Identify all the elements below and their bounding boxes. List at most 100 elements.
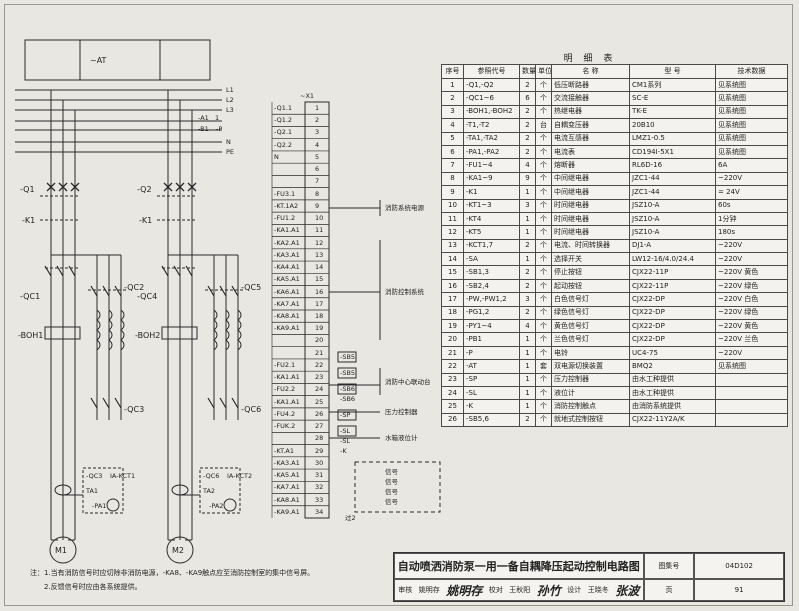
table-cell: 个: [535, 332, 552, 347]
table-cell: -PB1: [463, 332, 520, 347]
table-cell: 4: [519, 319, 536, 334]
terminal-number: 11: [315, 226, 324, 235]
table-cell: 1: [519, 359, 536, 374]
drawing-title: 自动喷洒消防泵一用一备自耦降压起动控制电路图: [394, 553, 644, 579]
table-cell: [715, 385, 788, 401]
table-cell: 选择开关: [551, 252, 630, 267]
table-cell: 兰色信号灯: [551, 332, 630, 347]
table-cell: CJX22-DP: [629, 332, 716, 347]
term-dest-signal-2: 信号: [385, 478, 398, 486]
table-cell: 4: [519, 158, 536, 173]
terminal-left-label: -FU3.1: [274, 189, 296, 198]
table-cell: [715, 412, 788, 428]
terminal-number: 27: [315, 422, 324, 431]
table-cell: 1: [519, 345, 536, 361]
table-cell: 2: [519, 77, 536, 93]
table-cell: [715, 399, 788, 414]
left-qc2-label: -QC2: [124, 283, 145, 292]
table-cell: 个: [535, 385, 552, 401]
terminal-number: 19: [315, 324, 324, 333]
terminal-left-label: -Q1.1: [274, 104, 293, 112]
table-cell: -K: [463, 399, 520, 414]
table-cell: 2: [519, 265, 536, 280]
table-cell: 见系统图: [715, 91, 788, 106]
table-cell: CJX22-DP: [629, 292, 716, 307]
terminal-number: 13: [315, 250, 324, 259]
table-cell: JZC1-44: [629, 171, 716, 187]
table-cell: JSZ10-A: [629, 211, 716, 227]
table-cell: 个: [535, 131, 552, 146]
table-cell: -KT1~3: [463, 198, 520, 213]
term-dest-signal-1: 信号: [385, 468, 398, 476]
table-cell: [715, 372, 788, 387]
terminal-left-label: -Q2.2: [274, 140, 293, 149]
table-cell: 13: [441, 238, 464, 254]
terminal-left-label: -FU1.2: [274, 214, 296, 223]
table-cell: 个: [535, 91, 552, 106]
page-no: 91: [694, 579, 784, 601]
table-cell: 中间继电器: [551, 171, 630, 187]
table-cell: 1: [519, 225, 536, 240]
table-cell: 23: [441, 372, 464, 387]
table-cell: 6: [519, 91, 536, 106]
terminal-box-label: 过2: [345, 514, 356, 522]
ats-box: [24, 39, 211, 81]
table-cell: CJX22-DP: [629, 319, 716, 334]
terminal-left-label: -KT.A1: [274, 446, 294, 455]
table-cell: -SL: [463, 385, 520, 401]
terminal-mid-label: -SP: [340, 411, 351, 419]
table-cell: 22: [441, 359, 464, 374]
check-label: 校对: [488, 586, 503, 594]
terminal-number: 33: [315, 495, 324, 504]
table-cell: 2: [519, 144, 536, 160]
left-qc1-label: -QC1: [20, 292, 41, 301]
table-cell: 2: [519, 305, 536, 321]
table-cell: -PY1~4: [463, 319, 520, 334]
line-mark-p: -P: [216, 125, 223, 133]
terminal-left-label: -FU2.1: [274, 360, 296, 369]
table-cell: ~220V: [715, 171, 788, 187]
signature-row: 审核 姚明存 姚明存 校对 王秋阳 孙竹 设计 王晓冬 张波: [394, 579, 644, 601]
terminal-left-label: -KA9.A1: [274, 507, 300, 516]
bom-header-cell: 序号: [441, 64, 464, 79]
terminal-number: 1: [315, 104, 320, 112]
right-qc6-label: -QC6: [241, 405, 262, 414]
line-mark-1: 1: [215, 114, 220, 122]
table-cell: 压力控制器: [551, 372, 630, 387]
table-cell: -KT5: [463, 225, 520, 240]
table-cell: 液位计: [551, 385, 630, 401]
terminal-left-label: -KA4.A1: [274, 263, 300, 272]
terminal-number: 21: [315, 348, 324, 357]
table-cell: JSZ10-A: [629, 198, 716, 213]
table-cell: -SB1,3: [463, 265, 520, 280]
table-cell: 见系统图: [715, 144, 788, 160]
table-cell: 个: [535, 104, 552, 120]
right-k-label: -K1: [139, 216, 153, 225]
note-1: 注：1.当有消防信号时应切除非消防电源，-KA8、-KA9触点应至消防控制室的集…: [30, 569, 315, 577]
bom-header-row: 序号参照代号数量单位名 称型 号技术数据: [441, 64, 788, 79]
left-pa-label: -PA1: [92, 502, 107, 510]
table-cell: -AT: [463, 359, 520, 374]
table-cell: 个: [535, 77, 552, 93]
terminal-left-label: -Q1.2: [274, 116, 293, 125]
term-dest-signal-4: 信号: [385, 498, 398, 506]
terminal-left-label: -KA7.A1: [274, 483, 300, 492]
table-cell: 3: [519, 198, 536, 213]
terminal-number: 28: [315, 434, 324, 443]
table-cell: 黄色信号灯: [551, 319, 630, 334]
table-cell: 个: [535, 319, 552, 334]
table-cell: 1: [519, 252, 536, 267]
terminal-number: 5: [315, 152, 320, 161]
term-dest-level: 水箱液位计: [385, 434, 418, 442]
table-cell: ~220V: [715, 252, 788, 267]
table-cell: -KA1~9: [463, 171, 520, 187]
table-cell: 2: [519, 412, 536, 428]
line-label-l1: L1: [226, 86, 234, 94]
right-qc6b-label: -QC6: [203, 472, 220, 480]
table-cell: CD194I-5X1: [629, 144, 716, 160]
